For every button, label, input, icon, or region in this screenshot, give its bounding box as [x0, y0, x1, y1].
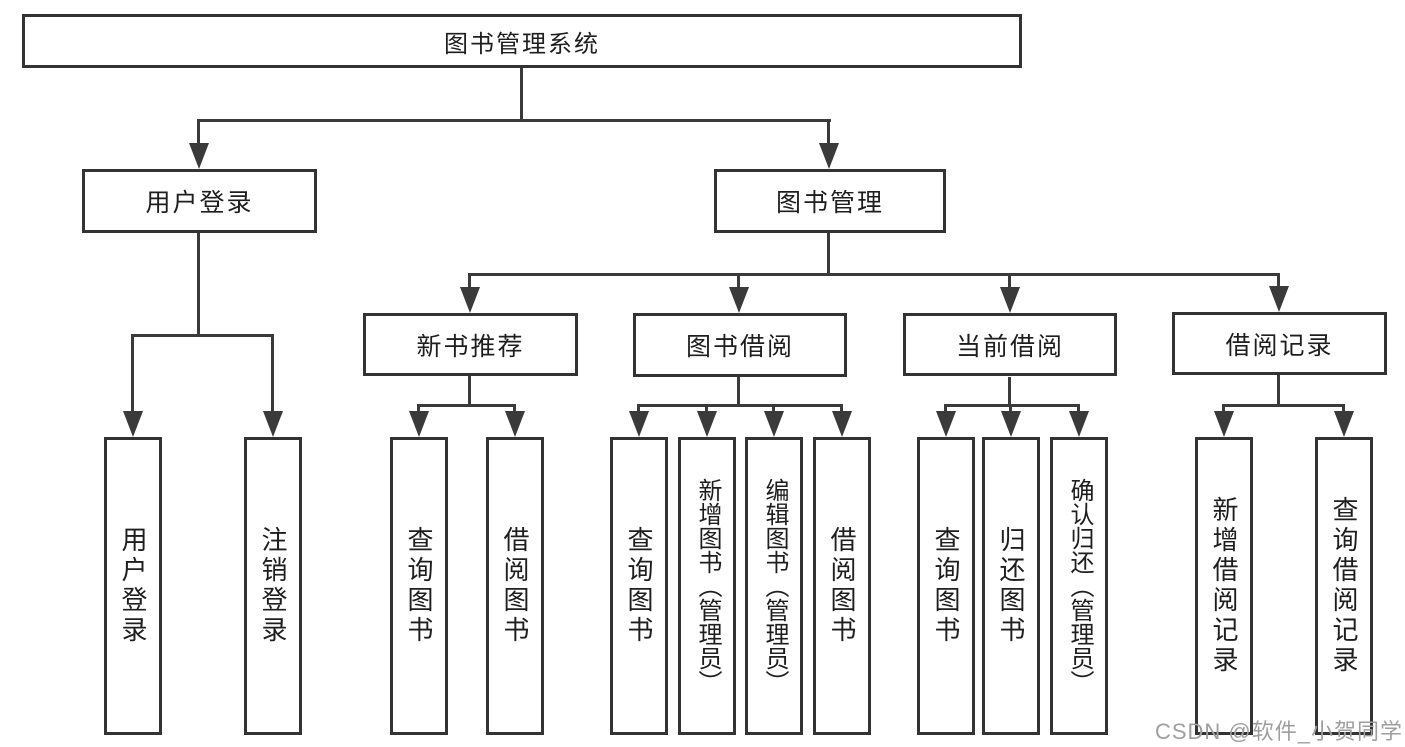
node-book-mgmt-label: 图书管理	[775, 189, 884, 217]
leaf-confirm-return: 确认归还（管理员）	[1050, 437, 1108, 735]
node-root: 图书管理系统	[22, 14, 1022, 68]
leaf-borrow-book-2: 借阅图书	[813, 437, 871, 735]
connector-line	[520, 68, 523, 122]
leaf-query-book-1-label: 查询图书	[404, 526, 434, 646]
arrowhead	[263, 411, 283, 437]
connector-line	[468, 273, 471, 289]
node-book-mgmt: 图书管理	[714, 169, 946, 233]
connector-line	[1008, 273, 1011, 289]
leaf-query-book-2: 查询图书	[610, 437, 668, 735]
arrowhead	[629, 411, 649, 437]
connector-line	[772, 404, 775, 413]
connector-line	[705, 404, 708, 413]
connector-line	[1277, 375, 1280, 406]
leaf-logout: 注销登录	[244, 437, 302, 735]
leaf-query-book-2-label: 查询图书	[624, 526, 654, 646]
leaf-borrow-book-1: 借阅图书	[486, 437, 544, 735]
node-current-borrow: 当前借阅	[903, 313, 1117, 376]
connector-line	[417, 404, 420, 413]
arrowhead	[189, 143, 209, 169]
leaf-user-login: 用户登录	[104, 437, 162, 735]
node-new-book-rec: 新书推荐	[363, 313, 578, 376]
leaf-query-book-3: 查询图书	[917, 437, 975, 735]
arrowhead	[505, 411, 525, 437]
arrowhead	[460, 287, 480, 313]
arrowhead	[1000, 287, 1020, 313]
node-book-borrow-label: 图书借阅	[685, 333, 794, 361]
connector-line	[417, 404, 516, 407]
connector-line	[1277, 273, 1280, 289]
connector-line	[737, 377, 740, 406]
leaf-logout-label: 注销登录	[258, 526, 288, 646]
arrowhead	[819, 143, 839, 169]
connector-line	[513, 404, 516, 413]
leaf-edit-book-label: 编辑图书（管理员）	[761, 478, 788, 694]
node-root-label: 图书管理系统	[444, 30, 600, 58]
arrowhead	[1069, 411, 1089, 437]
connector-line	[1009, 404, 1012, 413]
leaf-query-book-1: 查询图书	[390, 437, 448, 735]
connector-line	[271, 334, 274, 414]
node-user-login-label: 用户登录	[145, 189, 254, 217]
connector-line	[1222, 404, 1345, 407]
arrowhead	[1269, 286, 1289, 312]
connector-line	[1342, 404, 1345, 413]
connector-line	[737, 273, 740, 289]
leaf-borrow-book-2-label: 借阅图书	[827, 526, 857, 646]
leaf-query-record-label: 查询借阅记录	[1329, 496, 1359, 676]
node-borrow-record-label: 借阅记录	[1225, 331, 1334, 360]
watermark: CSDN @软件_小贺同学	[1154, 719, 1403, 744]
connector-line	[197, 119, 831, 122]
node-book-borrow: 图书借阅	[633, 313, 847, 377]
connector-line	[468, 273, 1280, 276]
leaf-edit-book: 编辑图书（管理员）	[745, 437, 803, 735]
connector-line	[1008, 377, 1011, 406]
connector-line	[827, 119, 830, 147]
leaf-return-book: 归还图书	[982, 437, 1040, 735]
leaf-confirm-return-label: 确认归还（管理员）	[1066, 478, 1093, 694]
leaf-add-book-label: 新增图书（管理员）	[694, 478, 721, 694]
node-current-borrow-label: 当前借阅	[955, 332, 1064, 361]
leaf-borrow-book-1-label: 借阅图书	[500, 526, 530, 646]
arrowhead	[123, 411, 143, 437]
connector-line	[637, 404, 843, 407]
connector-line	[1222, 404, 1225, 413]
arrowhead	[1214, 411, 1234, 437]
connector-line	[944, 404, 947, 413]
connector-line	[637, 404, 640, 413]
connector-line	[468, 376, 471, 406]
arrowhead	[409, 411, 429, 437]
leaf-query-record: 查询借阅记录	[1315, 437, 1373, 735]
node-new-book-rec-label: 新书推荐	[416, 332, 525, 361]
arrowhead	[697, 411, 717, 437]
connector-line	[197, 119, 200, 147]
leaf-return-book-label: 归还图书	[996, 526, 1026, 646]
connector-line	[840, 404, 843, 413]
leaf-user-login-label: 用户登录	[118, 526, 148, 646]
node-user-login: 用户登录	[82, 169, 317, 233]
arrowhead	[832, 411, 852, 437]
leaf-add-record-label: 新增借阅记录	[1209, 496, 1239, 676]
connector-line	[1077, 404, 1080, 413]
arrowhead	[1001, 411, 1021, 437]
arrowhead	[764, 411, 784, 437]
connector-line	[944, 404, 1080, 407]
leaf-add-record: 新增借阅记录	[1195, 437, 1253, 735]
connector-line	[197, 233, 200, 337]
leaf-add-book: 新增图书（管理员）	[678, 437, 736, 735]
connector-line	[131, 334, 274, 337]
arrowhead	[936, 411, 956, 437]
connector-line	[131, 334, 134, 414]
node-borrow-record: 借阅记录	[1172, 312, 1387, 375]
connector-line	[827, 233, 830, 276]
leaf-query-book-3-label: 查询图书	[931, 526, 961, 646]
arrowhead	[1334, 411, 1354, 437]
arrowhead	[729, 287, 749, 313]
